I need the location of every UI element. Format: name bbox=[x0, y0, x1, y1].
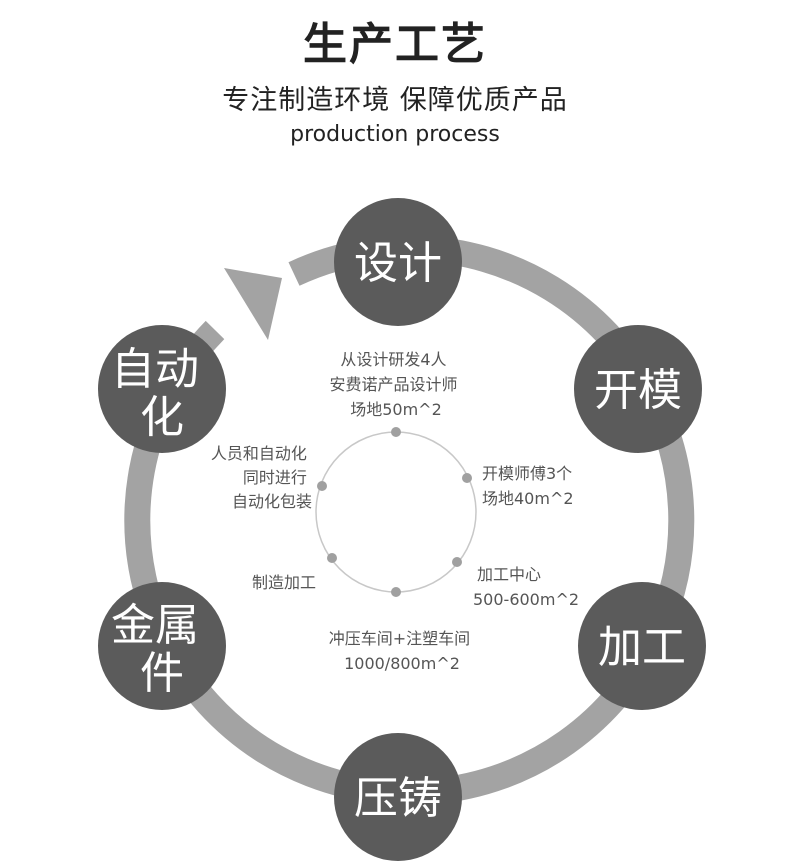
note-automation: 人员和自动化 同时进行 自动化包装 bbox=[211, 444, 312, 511]
note-line: 制造加工 bbox=[252, 573, 316, 592]
stage-mold: 开模 bbox=[574, 325, 702, 453]
note-line: 场地50m^2 bbox=[350, 400, 442, 419]
note-line: 自动化包装 bbox=[232, 492, 312, 511]
stage-label-line: 件 bbox=[140, 648, 184, 699]
stage-circle bbox=[578, 582, 706, 710]
stage-label-line: 自动 bbox=[111, 344, 199, 395]
page-subtitle: 专注制造环境 保障优质产品 bbox=[222, 85, 568, 116]
stage-casting: 压铸 bbox=[334, 733, 462, 861]
stage-label-line: 开模 bbox=[594, 365, 682, 416]
note-line: 场地40m^2 bbox=[482, 489, 574, 508]
note-design: 从设计研发4人 安费诺产品设计师 场地50m^2 bbox=[329, 350, 462, 419]
cycle-ring-arc bbox=[124, 235, 695, 806]
note-line: 开模师傅3个 bbox=[482, 464, 572, 483]
stage-label: 自动 化 bbox=[111, 344, 213, 443]
stage-circle bbox=[98, 582, 226, 710]
stage-label: 金属 件 bbox=[111, 600, 213, 699]
cycle-ring bbox=[124, 235, 695, 806]
stage-label-line: 化 bbox=[140, 392, 184, 443]
stage-label: 开模 bbox=[594, 365, 682, 416]
stage-sheet-metal: 金属 件 bbox=[98, 582, 226, 710]
inner-ring bbox=[315, 431, 477, 593]
inner-dot-machining bbox=[452, 557, 462, 567]
note-line: 人员和自动化 bbox=[211, 444, 307, 463]
stage-label: 加工 bbox=[598, 622, 686, 673]
note-manufacturing: 制造加工 bbox=[252, 573, 316, 592]
stage-label: 设计 bbox=[354, 238, 442, 289]
inner-dot-design bbox=[391, 427, 401, 437]
inner-dot-casting bbox=[391, 587, 401, 597]
page-title: 生产工艺 bbox=[303, 19, 487, 70]
inner-dot-manufacturing bbox=[327, 553, 337, 563]
note-machining: 加工中心 500-600m^2 bbox=[473, 565, 579, 609]
stage-circle bbox=[98, 325, 226, 453]
note-line: 1000/800m^2 bbox=[344, 654, 460, 673]
inner-ring-dots bbox=[317, 427, 472, 597]
note-line: 安费诺产品设计师 bbox=[329, 375, 457, 394]
note-line: 冲压车间+注塑车间 bbox=[329, 629, 470, 648]
page-english-subtitle: production process bbox=[290, 122, 500, 147]
stage-label: 压铸 bbox=[354, 773, 442, 824]
stage-machining: 加工 bbox=[578, 582, 706, 710]
stage-circle bbox=[334, 198, 462, 326]
note-mold: 开模师傅3个 场地40m^2 bbox=[482, 464, 577, 508]
note-line: 加工中心 bbox=[477, 565, 541, 584]
stage-design: 设计 bbox=[334, 198, 462, 326]
note-casting: 冲压车间+注塑车间 1000/800m^2 bbox=[329, 629, 476, 673]
inner-dot-mold bbox=[462, 473, 472, 483]
stage-label-line: 金属 bbox=[111, 600, 199, 651]
cycle-arrow-head bbox=[224, 268, 282, 340]
inner-dot-automation bbox=[317, 481, 327, 491]
note-line: 从设计研发4人 bbox=[340, 350, 446, 369]
stage-label-line: 加工 bbox=[598, 622, 686, 673]
note-line: 500-600m^2 bbox=[473, 590, 579, 609]
stage-automation: 自动 化 bbox=[98, 325, 226, 453]
stage-label-line: 设计 bbox=[354, 238, 442, 289]
stage-label-line: 压铸 bbox=[354, 773, 442, 824]
stage-circle bbox=[574, 325, 702, 453]
stage-circle bbox=[334, 733, 462, 861]
note-line: 同时进行 bbox=[243, 468, 307, 487]
